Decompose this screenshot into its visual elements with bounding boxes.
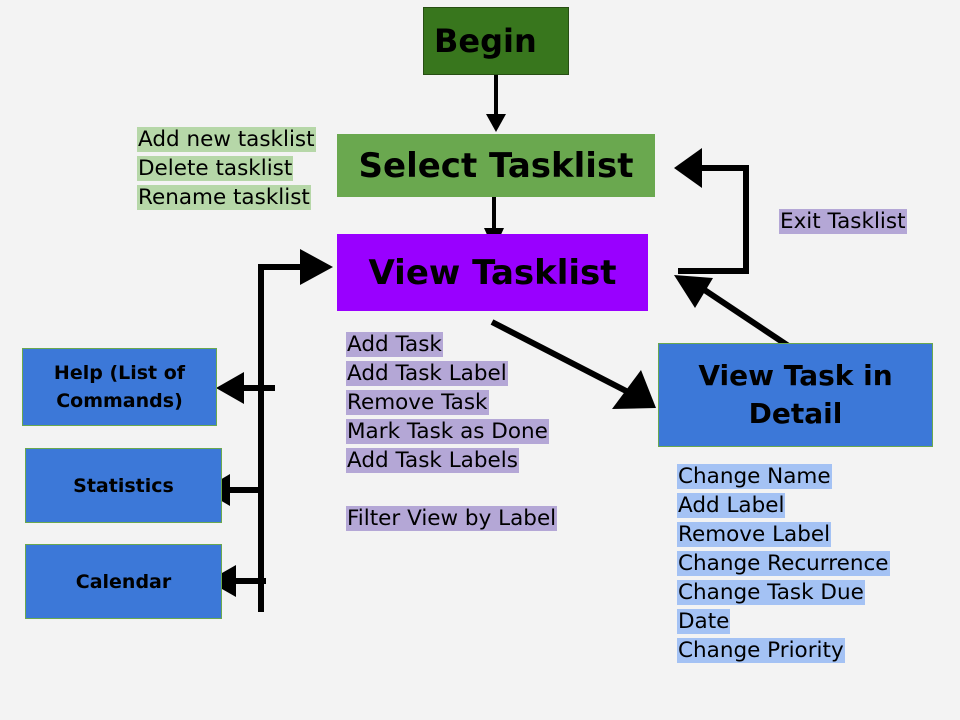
- tasklist-action-delete: Delete tasklist: [137, 156, 294, 181]
- arrow-to-help: [216, 372, 275, 404]
- view-action-add-task: Add Task: [346, 332, 443, 357]
- detail-action-add-label: Add Label: [677, 493, 786, 518]
- list-item: Remove Label: [677, 520, 890, 549]
- list-spacer: [346, 475, 557, 504]
- arrow-exit-to-select: [674, 148, 749, 274]
- view-action-filter: Filter View by Label: [346, 506, 558, 531]
- select-tasklist-node: Select Tasklist: [337, 134, 655, 197]
- arrow-to-calendar: [208, 565, 266, 597]
- list-item: Delete tasklist: [137, 154, 316, 183]
- list-item: Add Task Label: [346, 359, 557, 388]
- arrow-view-to-detail: [490, 319, 656, 409]
- help-node: Help (List of Commands): [22, 348, 217, 426]
- exit-tasklist-annotation: Exit Tasklist: [779, 207, 907, 236]
- calendar-label: Calendar: [75, 570, 172, 593]
- arrow-detail-to-view: [674, 275, 798, 354]
- view-tasklist-node: View Tasklist: [337, 234, 648, 311]
- view-task-detail-label-line-2: Detail: [748, 397, 843, 430]
- arrow-side-menu-to-view: [258, 249, 333, 612]
- list-item: Mark Task as Done: [346, 417, 557, 446]
- exit-tasklist-label: Exit Tasklist: [779, 209, 907, 234]
- detail-action-change-due: Change Task Due: [677, 580, 865, 605]
- detail-action-change-name: Change Name: [677, 464, 832, 489]
- list-item: Exit Tasklist: [779, 207, 907, 236]
- list-item: Add Task: [346, 330, 557, 359]
- list-item: Rename tasklist: [137, 183, 316, 212]
- tasklist-action-rename: Rename tasklist: [137, 185, 311, 210]
- help-label-line-2: Commands): [56, 390, 183, 412]
- list-item: Add Task Labels: [346, 446, 557, 475]
- calendar-node: Calendar: [25, 544, 222, 619]
- detail-action-remove-label: Remove Label: [677, 522, 832, 547]
- view-task-detail-node: View Task in Detail: [658, 343, 933, 447]
- begin-label: Begin: [434, 22, 537, 60]
- begin-node: Begin: [423, 7, 569, 75]
- view-action-add-task-labels: Add Task Labels: [346, 448, 519, 473]
- statistics-label: Statistics: [73, 474, 174, 497]
- tasklist-action-add: Add new tasklist: [137, 127, 316, 152]
- list-item: Add Label: [677, 491, 890, 520]
- list-item: Change Name: [677, 462, 890, 491]
- view-action-mark-done: Mark Task as Done: [346, 419, 549, 444]
- detail-action-change-recurrence: Change Recurrence: [677, 551, 890, 576]
- view-tasklist-actions-list: Add Task Add Task Label Remove Task Mark…: [346, 330, 558, 533]
- help-label-line-1: Help (List of: [53, 362, 186, 384]
- list-item: Date: [677, 607, 890, 636]
- statistics-node: Statistics: [25, 448, 222, 523]
- list-item: Add new tasklist: [137, 125, 316, 154]
- tasklist-actions-list: Add new tasklist Delete tasklist Rename …: [137, 125, 316, 212]
- detail-action-date: Date: [677, 609, 731, 634]
- view-action-add-task-label: Add Task Label: [346, 361, 508, 386]
- arrow-begin-to-select: [486, 75, 506, 132]
- view-task-detail-label-line-1: View Task in: [698, 359, 893, 392]
- select-tasklist-label: Select Tasklist: [358, 145, 634, 186]
- task-detail-actions-list: Change Name Add Label Remove Label Chang…: [677, 462, 890, 665]
- view-action-remove-task: Remove Task: [346, 390, 489, 415]
- detail-action-change-priority: Change Priority: [677, 638, 845, 663]
- list-item: Remove Task: [346, 388, 557, 417]
- list-item: Change Recurrence: [677, 549, 890, 578]
- list-item: Filter View by Label: [346, 504, 558, 533]
- list-item: Change Priority: [677, 636, 890, 665]
- list-item: Change Task Due: [677, 578, 890, 607]
- view-tasklist-label: View Tasklist: [368, 252, 617, 293]
